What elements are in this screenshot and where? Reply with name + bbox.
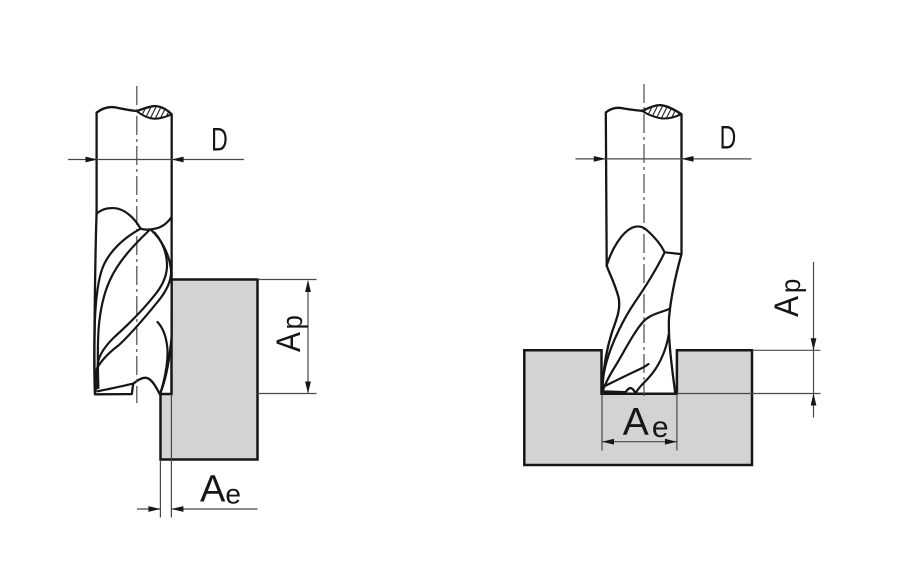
- svg-text:D: D: [211, 122, 228, 158]
- svg-text:Ae: Ae: [200, 469, 241, 511]
- svg-text:Ap: Ap: [269, 313, 308, 352]
- svg-text:D: D: [720, 120, 737, 156]
- svg-text:Ap: Ap: [767, 276, 806, 317]
